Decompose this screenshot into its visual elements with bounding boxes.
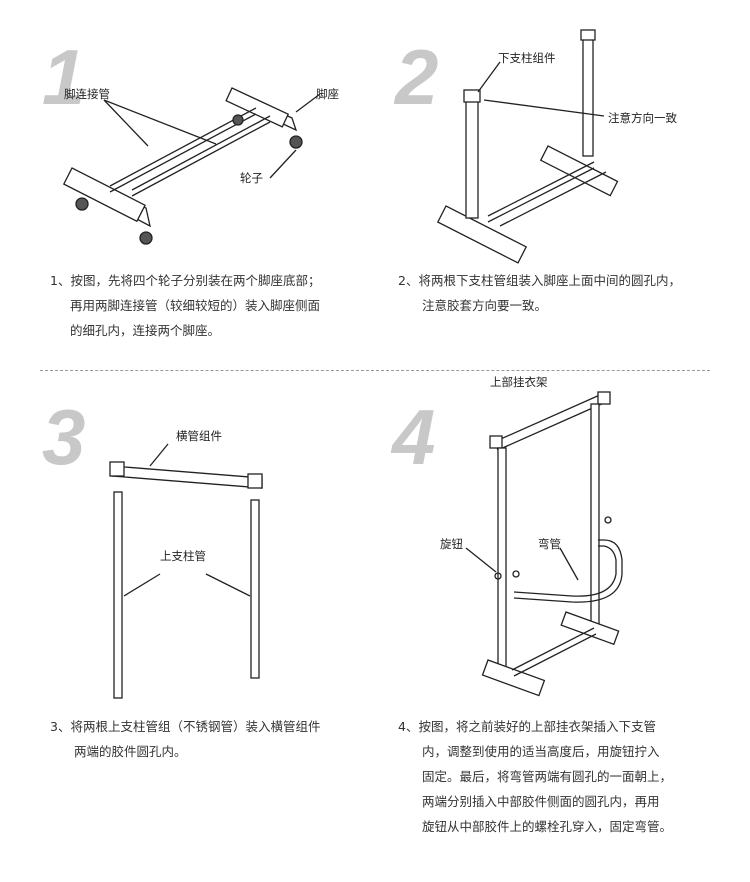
step-4-label-knob: 旋钮 [440, 537, 463, 551]
section-divider [40, 370, 710, 371]
step-1-desc-line: 的细孔内，连接两个脚座。 [70, 323, 221, 338]
step-3-number: 3 [42, 393, 86, 481]
step-2-desc-line: 2、将两根下支柱管组装入脚座上面中间的圆孔内， [398, 273, 681, 288]
step-3-desc-line: 3、将两根上支柱管组（不锈钢管）装入横管组件 [50, 719, 321, 734]
step-1-label-base: 脚座 [316, 87, 339, 101]
step-2-label-same-direction: 注意方向一致 [608, 111, 677, 125]
step-1-number: 1 [42, 33, 86, 121]
step-3-description: 3、将两根上支柱管组（不锈钢管）装入横管组件 两端的胶件圆孔内。 [50, 714, 320, 764]
step-4-label-upper-rack: 上部挂衣架 [490, 375, 548, 389]
step-4-number: 4 [392, 393, 436, 481]
step-4-desc-line: 两端分别插入中部胶件侧面的圆孔内，再用 [422, 794, 660, 809]
step-3-label-upper-pole: 上支柱管 [160, 549, 206, 563]
step-4-description: 4、按图，将之前装好的上部挂衣架插入下支管 内，调整到使用的适当高度后，用旋钮拧… [398, 714, 672, 839]
step-3-label-crossbar: 横管组件 [176, 429, 222, 443]
step-1-desc-line: 1、按图，先将四个轮子分别装在两个脚座底部； [50, 273, 321, 288]
step-4-desc-line: 旋钮从中部胶件上的螺栓孔穿入，固定弯管。 [422, 819, 673, 834]
step-1-label-connecting-tube: 脚连接管 [64, 87, 110, 101]
step-4-label-bent-tube: 弯管 [538, 537, 561, 551]
step-4-desc-line: 4、按图，将之前装好的上部挂衣架插入下支管 [398, 719, 656, 734]
step-1-label-wheel: 轮子 [240, 171, 263, 185]
step-4-desc-line: 内，调整到使用的适当高度后，用旋钮拧入 [422, 744, 660, 759]
step-3-desc-line: 两端的胶件圆孔内。 [74, 744, 187, 759]
step-1-description: 1、按图，先将四个轮子分别装在两个脚座底部； 再用两脚连接管（较细较短的）装入脚… [50, 268, 320, 343]
step-2-description: 2、将两根下支柱管组装入脚座上面中间的圆孔内， 注意胶套方向要一致。 [398, 268, 681, 318]
step-2-desc-line: 注意胶套方向要一致。 [422, 298, 548, 313]
step-4-desc-line: 固定。最后，将弯管两端有圆孔的一面朝上， [422, 769, 673, 784]
step-2-label-lower-pole: 下支柱组件 [498, 51, 556, 65]
step-1-desc-line: 再用两脚连接管（较细较短的）装入脚座侧面 [70, 298, 321, 313]
step-2-number: 2 [395, 33, 439, 121]
